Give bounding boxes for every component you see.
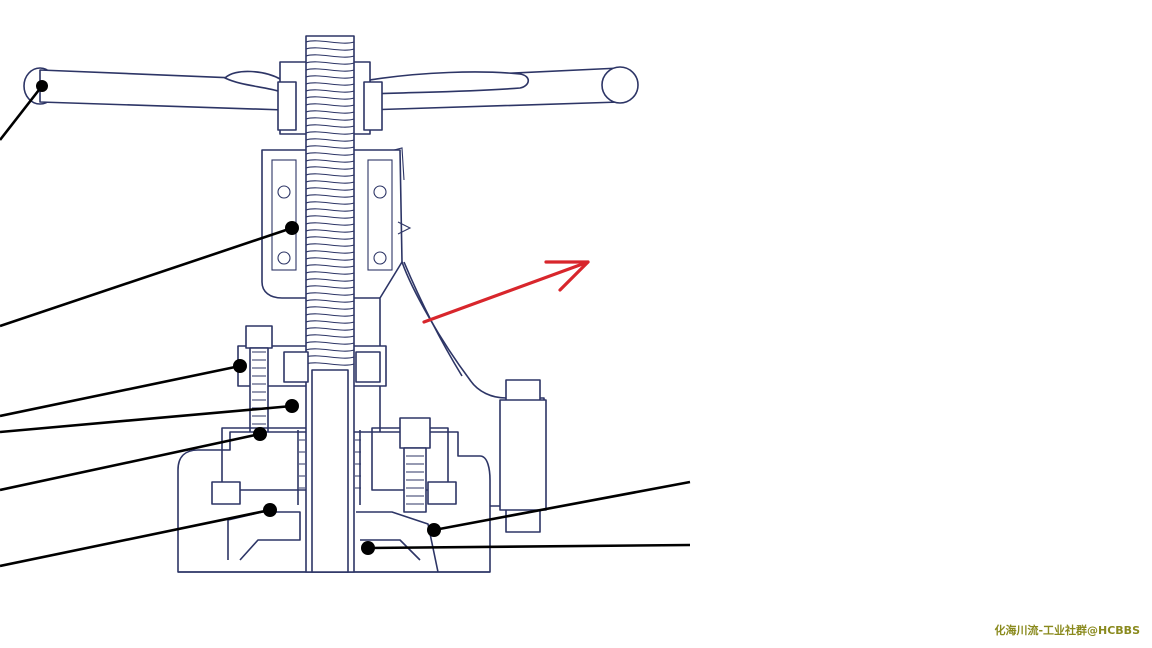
threaded-stem [283,35,381,573]
wedge-callout-dot [361,541,375,555]
gasket-callout-dot [427,523,441,537]
red-arrow-icon [422,260,590,324]
body-callout-dot [263,503,277,517]
bonnet [379,261,547,533]
callout-leaders [0,80,691,568]
gland-bolt-callout-dot [233,359,247,373]
packing-callout-dot [253,427,267,441]
gland-callout-dot [285,399,299,413]
bearing-callout-dot [285,221,299,235]
handwheel-callout-dot [36,80,48,92]
watermark-text: 化海川流-工业社群@HCBBS [994,624,1140,637]
